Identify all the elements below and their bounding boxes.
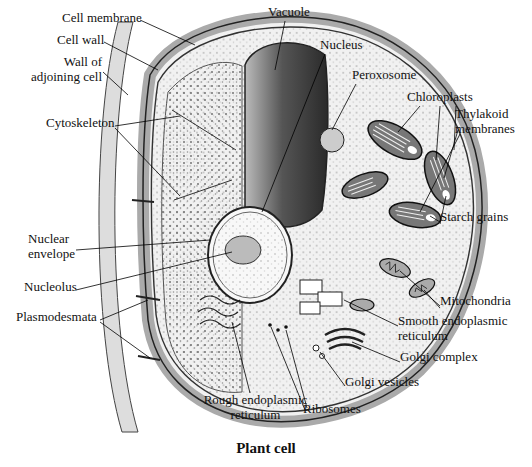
leader-line (275, 21, 285, 70)
chloroplast-body (387, 199, 442, 232)
chloroplast (362, 113, 428, 167)
leader-line (104, 42, 158, 70)
thylakoid (347, 178, 376, 195)
leader-line (76, 252, 232, 290)
figure-caption: Plant cell (196, 440, 336, 457)
golgi-complex (325, 329, 365, 349)
leader-line (436, 106, 440, 160)
part-label: Cell membrane (62, 11, 152, 26)
leader-line (320, 352, 345, 386)
part-label: Smooth endoplasmic reticulum (398, 314, 523, 343)
part-label: Golgi complex (400, 350, 490, 365)
vacuole (245, 43, 328, 227)
peroxisome (320, 128, 344, 152)
part-label: Plasmodesmata (16, 310, 116, 325)
starch-grain (425, 213, 436, 222)
nucleolus (225, 236, 261, 264)
part-label: Chloroplasts (407, 90, 487, 105)
plasmodesma (138, 356, 160, 360)
smooth-er (300, 302, 320, 314)
leader-line (424, 290, 440, 308)
mitochondrion (406, 275, 437, 301)
cytoskeleton-fiber (174, 180, 232, 200)
part-label: Thylakoid membranes (455, 107, 525, 136)
ribosome (268, 323, 272, 327)
smooth-er (318, 292, 342, 306)
golgi-vesicle (313, 345, 319, 351)
leader-line (262, 54, 325, 212)
chloroplast (418, 147, 462, 209)
ribosome (276, 328, 280, 332)
cristae (384, 261, 401, 274)
thylakoid (371, 123, 410, 152)
part-label: Nucleolus (24, 280, 94, 295)
leader-line (332, 84, 356, 130)
cytoskeleton-fiber (172, 110, 236, 150)
thylakoid (395, 207, 426, 220)
chloroplast-body (362, 113, 428, 167)
part-label: Peroxosome (352, 68, 432, 83)
ribosome (284, 325, 288, 329)
part-label: Mitochondria (440, 294, 530, 309)
part-label: Nuclear envelope (28, 232, 88, 261)
rough-er (198, 296, 240, 328)
chloroplast-body (339, 166, 392, 203)
chloroplast-body (418, 147, 462, 209)
part-label: Starch grains (440, 210, 530, 225)
leader-line (115, 116, 180, 126)
leader-line (140, 20, 195, 45)
part-label: Cell wall (57, 33, 117, 48)
leader-line (352, 342, 400, 362)
leader-line (100, 322, 150, 358)
chloroplast (387, 199, 442, 232)
part-label: Nucleus (320, 38, 380, 53)
starch-grain (441, 189, 451, 201)
mitochondrion-body (406, 275, 437, 301)
part-label: Rough endoplasmic reticulum (193, 393, 318, 422)
adjoining-wall (99, 22, 138, 432)
part-label: Wall of adjoining cell (20, 55, 102, 84)
starch-grain (406, 144, 418, 155)
leader-line (344, 300, 398, 326)
chloroplast (339, 166, 392, 203)
leader-line (444, 130, 458, 178)
plasmodesma (132, 200, 154, 202)
leader-line (100, 300, 148, 320)
leader-line (398, 106, 420, 132)
leader-line (420, 134, 460, 212)
part-label: Cytoskeleton (46, 116, 136, 131)
nucleoplasm (213, 212, 287, 298)
part-label: Vacuole (268, 5, 328, 20)
leader-line (103, 72, 128, 95)
part-label: Ribosomes (303, 402, 373, 417)
leader-line (232, 322, 250, 393)
plasmodesma (136, 296, 160, 300)
leader-line (76, 240, 210, 250)
leader-line (115, 128, 180, 196)
leader-line (430, 216, 440, 222)
part-label: Golgi vesicles (345, 375, 435, 390)
